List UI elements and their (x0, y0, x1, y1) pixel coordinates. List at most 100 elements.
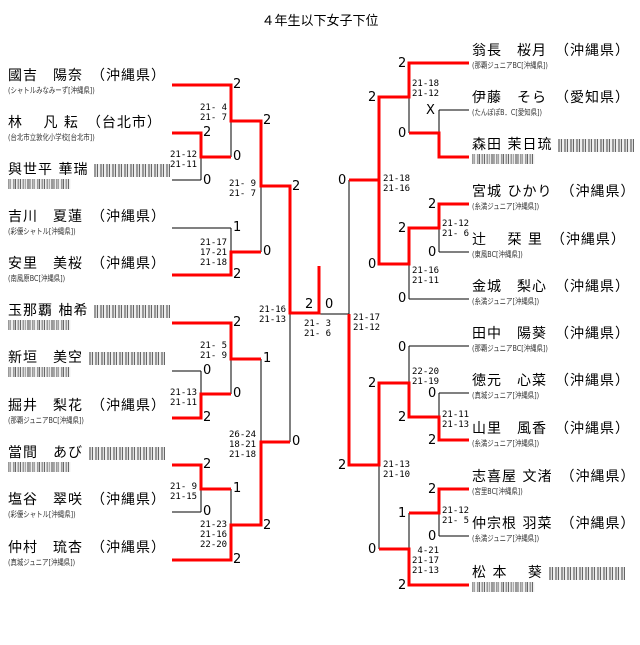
winner-path (349, 61, 469, 182)
player-name: 翁長 桜月 (472, 43, 547, 59)
winner-path (172, 463, 231, 491)
obscured-club (8, 320, 71, 330)
player-name: 金城 梨心 (472, 279, 547, 295)
game-scores: 21-12 21- 6 (442, 219, 470, 239)
player-pref: （沖縄県） (555, 373, 630, 389)
player-club: (台北市立敦化小学校[台北市]) (8, 133, 95, 142)
player-pref: （沖縄県） (560, 184, 636, 200)
obscured-club (8, 179, 71, 189)
player-name: 國吉 陽奈 (8, 68, 83, 84)
match-score: 1 (233, 481, 242, 496)
obscured-club (8, 367, 71, 377)
winner-path (172, 250, 261, 277)
obscured-club (472, 154, 535, 164)
player-pref: （沖縄県） (555, 421, 630, 437)
match-score: 0 (203, 173, 212, 188)
final-score-left: 2 (305, 297, 314, 312)
match-score: 0 (203, 363, 212, 378)
match-score: 2 (368, 90, 377, 105)
player-name: 安里 美桜 (8, 256, 83, 272)
winner-path (379, 547, 469, 587)
obscured-pref (94, 305, 171, 318)
player-entry: 宮城 ひかり（沖縄県）(糸満ジュニア[沖縄県]) (472, 184, 640, 212)
match-score: 2 (428, 482, 437, 497)
match-score: 1 (233, 220, 242, 235)
player-entry: 掘井 梨花（沖縄県）(那覇ジュニアBC[沖縄県]) (8, 398, 178, 426)
game-scores: 21-16 21-11 (412, 266, 440, 286)
final-game-scores: 21- 3 21- 6 (304, 319, 332, 339)
match-score: 0 (203, 504, 212, 519)
match-score: 2 (428, 197, 437, 212)
player-entry: 當間 あび (8, 445, 178, 473)
match-score: 2 (398, 56, 407, 71)
player-pref: （沖縄県） (560, 469, 636, 485)
game-scores: 21-23 21-16 22-20 (200, 520, 228, 550)
player-club: (糸満ジュニア[沖縄県]) (472, 534, 540, 543)
player-name: 塩谷 翠咲 (8, 492, 83, 508)
player-club: (彩優シャトル[沖縄県]) (8, 510, 76, 519)
game-scores: 26-24 18-21 21-18 (229, 430, 257, 460)
game-scores: 4-21 21-17 21-13 (412, 546, 440, 576)
player-entry: 松 本 葵 (472, 565, 640, 593)
match-score: 2 (203, 410, 212, 425)
player-pref: （沖縄県） (555, 326, 630, 342)
player-name: 森田 茉日琉 (472, 137, 553, 153)
player-entry: 仲宗根 羽菜（沖縄県）(糸満ジュニア[沖縄県]) (472, 516, 640, 544)
player-entry: 林 凡 耘（台北市）(台北市立敦化小学校[台北市]) (8, 115, 178, 143)
player-entry: 田中 陽葵（沖縄県）(那覇ジュニアBC[沖縄県]) (472, 326, 640, 354)
obscured-club (8, 462, 71, 472)
player-pref: （台北市） (86, 115, 162, 131)
match-score: 0 (428, 245, 437, 260)
player-entry: 山里 風香（沖縄県）(糸満ジュニア[沖縄県]) (472, 421, 640, 449)
game-scores: 21-11 21-13 (442, 410, 470, 430)
player-name: 徳元 心菜 (472, 373, 547, 389)
match-score: X (426, 103, 435, 118)
player-name: 仲村 琉杏 (8, 540, 83, 556)
match-score: 2 (292, 179, 301, 194)
match-score: 1 (398, 506, 407, 521)
player-pref: （沖縄県） (91, 256, 166, 272)
player-name: 吉川 夏蓮 (8, 209, 83, 225)
player-entry: 金城 梨心 （沖縄県） (糸満ジュニア[沖縄県]) (472, 279, 640, 307)
match-score: 0 (292, 434, 301, 449)
match-score: 2 (233, 315, 242, 330)
obscured-club (472, 582, 535, 592)
player-pref: （沖縄県） (555, 279, 630, 295)
player-name: 新垣 美空 (8, 350, 83, 366)
player-club: (真城ジュニア[沖縄県]) (8, 558, 76, 567)
player-club: (シャトルみなみーず[沖縄県]) (8, 86, 95, 95)
player-pref: （沖縄県） (550, 232, 626, 248)
winner-path (347, 314, 469, 467)
winner-path (377, 180, 469, 266)
game-scores: 22-20 21-19 (412, 367, 440, 387)
match-score: 2 (398, 410, 407, 425)
player-club: (南風原BC[沖縄県]) (8, 274, 66, 283)
player-entry: 森田 茉日琉 (472, 137, 640, 165)
game-scores: 21- 9 21-15 (170, 482, 198, 502)
player-name: 山里 風香 (472, 421, 547, 437)
player-club: (糸満ジュニア[沖縄県]) (472, 202, 540, 211)
player-name: 志喜屋 文渚 (472, 469, 553, 485)
match-score: 2 (368, 376, 377, 391)
match-score: 2 (338, 458, 347, 473)
winner-path (409, 131, 469, 159)
player-name: 掘井 梨花 (8, 398, 83, 414)
game-scores: 21-17 17-21 21-18 (200, 238, 228, 268)
player-entry: 徳元 心菜 （沖縄県） (真城ジュニア[沖縄県]) (472, 373, 640, 401)
player-entry: 與世平 華瑞 (8, 162, 178, 190)
winner-path (172, 392, 231, 420)
match-score: 2 (398, 221, 407, 236)
obscured-pref (94, 164, 171, 177)
player-name: 與世平 華瑞 (8, 162, 89, 178)
player-name: 伊藤 そら (472, 90, 547, 106)
game-scores: 21-16 21-13 (259, 305, 287, 325)
player-club: (那覇ジュニアBC[沖縄県]) (8, 416, 84, 425)
game-scores: 21- 9 21- 7 (229, 179, 257, 199)
player-name: 仲宗根 羽菜 (472, 516, 553, 532)
winner-path (172, 321, 261, 361)
player-entry: 安里 美桜 （沖縄県） (南風原BC[沖縄県]) (8, 256, 178, 284)
game-scores: 21- 5 21- 9 (200, 341, 228, 361)
player-club: (糸満ジュニア[沖縄県]) (472, 297, 540, 306)
player-club: (真城ジュニア[沖縄県]) (472, 391, 540, 400)
